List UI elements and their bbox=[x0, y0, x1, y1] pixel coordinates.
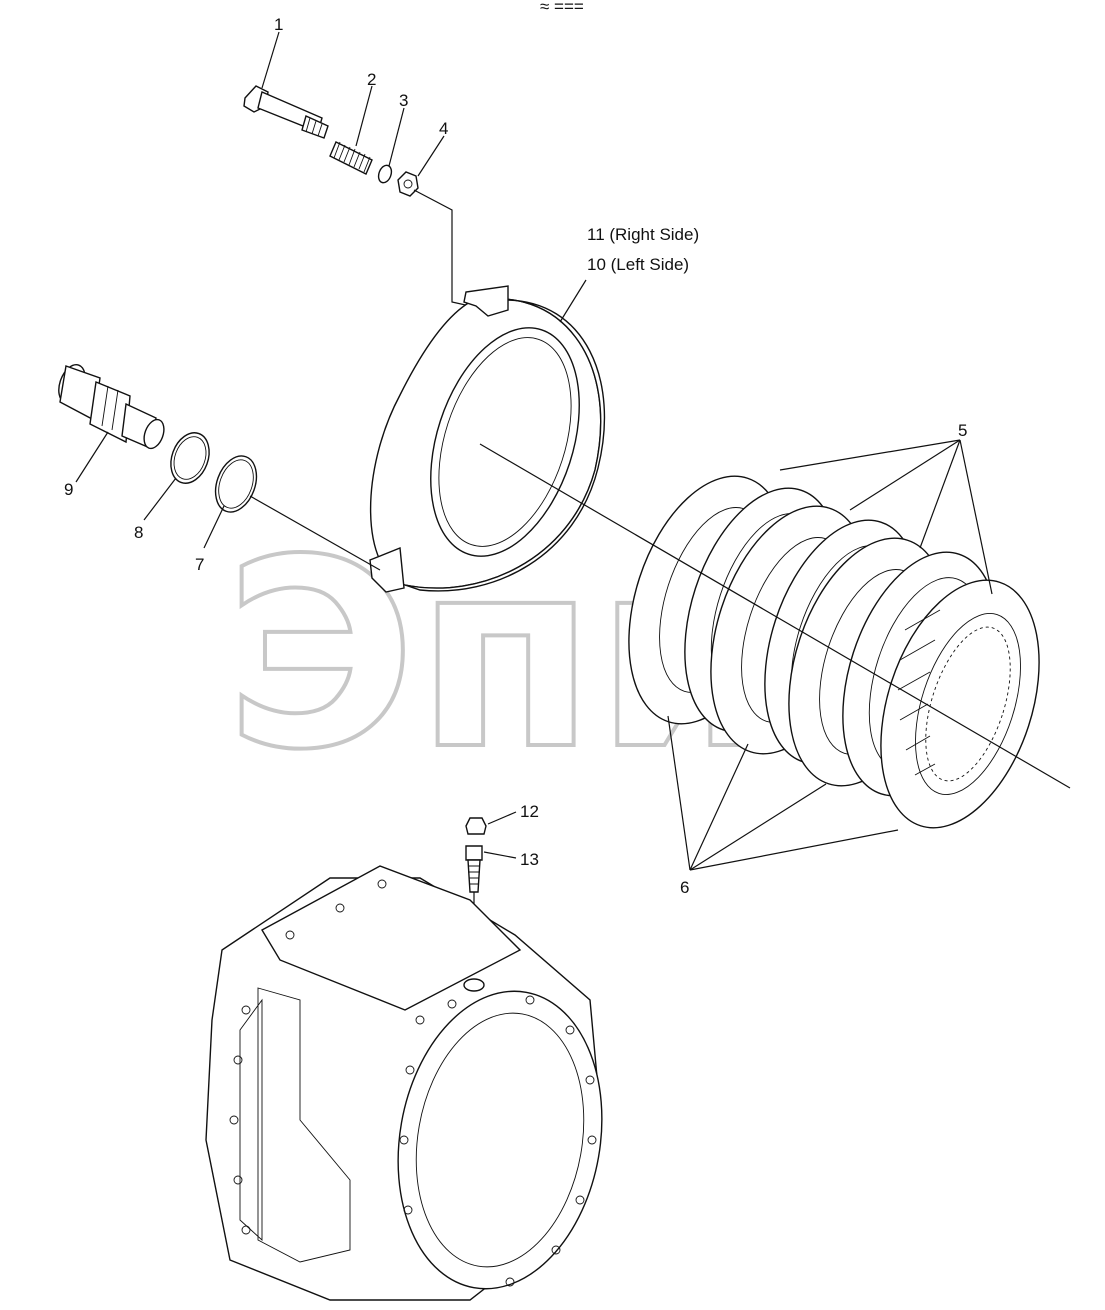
leader-3 bbox=[388, 107, 405, 167]
leader-7-to-piston bbox=[249, 495, 381, 571]
header-mark: ≈ === bbox=[540, 0, 584, 16]
leader-8 bbox=[143, 477, 177, 521]
callout-3: 3 bbox=[399, 91, 408, 110]
axis-line bbox=[479, 443, 1071, 789]
part-pin bbox=[58, 364, 165, 450]
leader-12 bbox=[487, 811, 517, 825]
part-nut bbox=[397, 171, 419, 197]
callout-10: 10 (Left Side) bbox=[587, 255, 689, 274]
callout-7: 7 bbox=[195, 555, 204, 574]
callout-4: 4 bbox=[439, 119, 448, 138]
callout-13: 13 bbox=[520, 850, 539, 869]
leader-10-11 bbox=[559, 279, 587, 323]
callout-12: 12 bbox=[520, 802, 539, 821]
leader-4-to-piston bbox=[413, 189, 471, 307]
callout-11: 11 (Right Side) bbox=[587, 225, 699, 244]
part-bleeder-screw bbox=[465, 845, 483, 893]
callout-8: 8 bbox=[134, 523, 143, 542]
callout-5: 5 bbox=[958, 421, 967, 440]
callout-9: 9 bbox=[64, 480, 73, 499]
part-brake-piston bbox=[369, 285, 606, 593]
disc-hatching bbox=[897, 609, 941, 776]
callout-1: 1 bbox=[274, 15, 283, 34]
part-housing bbox=[205, 865, 603, 1301]
leader-1 bbox=[261, 31, 280, 89]
leaders-5 bbox=[779, 439, 993, 595]
leader-4 bbox=[417, 135, 445, 177]
part-o-ring bbox=[170, 432, 210, 484]
leader-2 bbox=[355, 85, 373, 147]
part-bleeder-cap bbox=[465, 817, 487, 835]
leader-9 bbox=[75, 431, 109, 483]
part-bolt bbox=[243, 85, 329, 139]
leaders-6 bbox=[667, 715, 899, 871]
part-washer bbox=[377, 164, 393, 184]
part-spring bbox=[329, 141, 373, 175]
part-disc-pack bbox=[628, 475, 1040, 829]
leader-13 bbox=[483, 851, 517, 859]
callout-2: 2 bbox=[367, 70, 376, 89]
leader-7 bbox=[203, 505, 225, 549]
callout-6: 6 bbox=[680, 878, 689, 897]
